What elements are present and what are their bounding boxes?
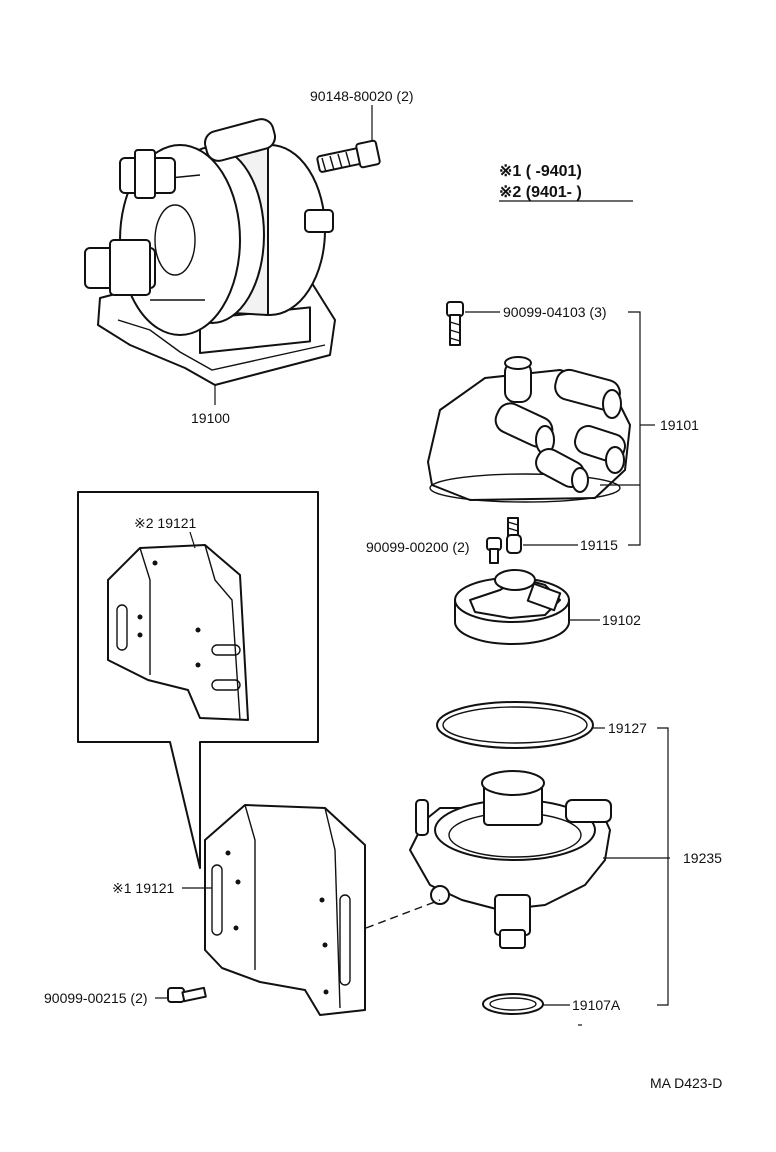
label-rotor: 19102: [602, 612, 641, 628]
screw-90099-00215-illustration: [167, 986, 207, 1003]
oring-illustration: [436, 701, 594, 749]
label-assembly: 19100: [191, 410, 230, 426]
label-cap: 19101: [660, 417, 699, 433]
dashed-alignment: [365, 899, 441, 929]
brush-19115-illustration: [506, 517, 522, 554]
label-screw-cap: 90099-04103 (3): [503, 304, 607, 320]
label-oring: 19127: [608, 720, 647, 736]
bolt-90148-illustration: [316, 139, 381, 173]
label-cover-2: ※2 19121: [134, 515, 197, 531]
bracket-housing: [657, 727, 669, 1006]
cover-2-illustration: [107, 544, 249, 721]
label-screw-bottom: 90099-00215 (2): [44, 990, 148, 1006]
rotor-illustration: [454, 569, 570, 645]
distributor-cap-illustration: [427, 356, 631, 503]
label-housing: 19235: [683, 850, 722, 866]
diagram-code: MA D423-D: [650, 1075, 722, 1091]
label-bolt-top: 90148-80020 (2): [310, 88, 414, 104]
label-gasket: 19107A: [572, 997, 621, 1013]
note-1: ※1 ( -9401): [499, 163, 582, 180]
note-2: ※2 (9401- ): [499, 184, 582, 201]
housing-illustration: [409, 770, 612, 949]
gasket-illustration: [482, 993, 544, 1015]
bracket-cap: [628, 311, 641, 546]
cover-1-illustration: [204, 804, 366, 1016]
screw-90099-00200-illustration: [486, 537, 502, 564]
label-brush: 19115: [580, 537, 618, 553]
label-cover-1: ※1 19121: [112, 880, 175, 896]
leader-cover-2: [189, 531, 196, 549]
screw-90099-04103-illustration: [446, 301, 464, 346]
label-screw-small: 90099-00200 (2): [366, 539, 470, 555]
distributor-assembly-illustration: [84, 118, 336, 386]
